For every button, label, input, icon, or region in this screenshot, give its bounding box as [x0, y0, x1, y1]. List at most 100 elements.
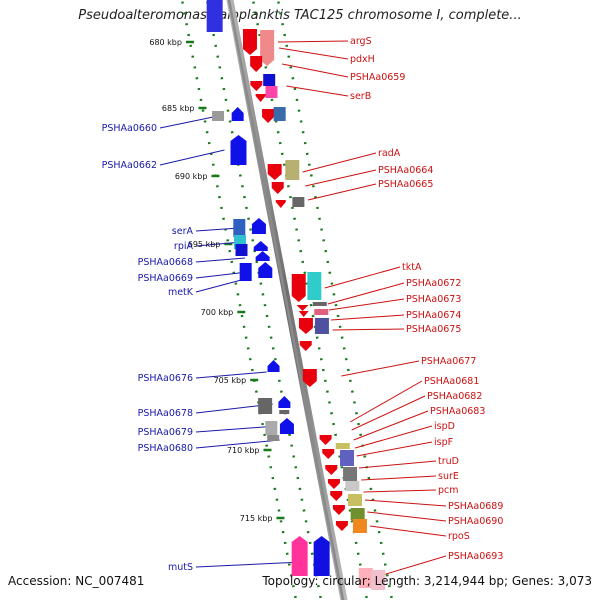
gene-feature [343, 467, 358, 481]
gene-label-metk: metK [168, 287, 194, 298]
gene-feature [250, 56, 263, 72]
label-leader-line [305, 169, 377, 187]
gene-feature [298, 311, 309, 317]
gene-label-pshaa0676: PSHAa0676 [138, 373, 193, 384]
label-leader-line [195, 561, 303, 568]
gene-feature [292, 197, 305, 207]
label-leader-line [379, 555, 447, 577]
gene-label-pshaa0677: PSHAa0677 [421, 356, 476, 367]
gene-feature [335, 521, 348, 531]
gene-feature [212, 111, 225, 121]
label-leader-line [195, 439, 280, 449]
gene-label-pshaa0660: PSHAa0660 [102, 123, 157, 134]
gene-feature [255, 94, 266, 102]
label-leader-line [195, 227, 240, 232]
gene-feature [340, 450, 355, 466]
gene-feature [231, 107, 244, 121]
gene-feature [332, 505, 345, 515]
gene-label-pshaa0673: PSHAa0673 [406, 294, 461, 305]
gene-feature [285, 160, 300, 180]
gene-label-pshaa0680: PSHAa0680 [138, 443, 193, 454]
label-leader-line [353, 410, 429, 441]
kbp-label: 705 kbp [214, 376, 247, 385]
gene-feature [251, 218, 266, 234]
gene-feature [313, 536, 330, 576]
label-leader-line [328, 298, 405, 311]
kbp-label: 715 kbp [240, 514, 273, 523]
label-leader-line [330, 314, 405, 321]
gene-feature [206, 0, 223, 32]
label-leader-line [195, 425, 277, 433]
accession-text: Accession: NC_007481 [8, 574, 145, 588]
gene-feature [262, 109, 275, 123]
gene-feature [230, 135, 247, 165]
gene-feature [350, 508, 365, 520]
kbp-label: 700 kbp [201, 308, 234, 317]
gene-feature [335, 443, 350, 449]
gene-label-pshaa0659: PSHAa0659 [350, 72, 405, 83]
kbp-label: 710 kbp [227, 446, 260, 455]
gene-feature [325, 465, 338, 475]
label-leader-line [159, 115, 219, 129]
label-leader-line [351, 395, 426, 431]
gene-feature [330, 491, 343, 501]
gene-label-ispd: ispD [434, 421, 455, 432]
label-leader-line [364, 499, 447, 507]
gene-label-serb: serB [350, 91, 371, 102]
label-leader-line [159, 149, 225, 166]
label-leader-line [349, 380, 423, 423]
gene-label-pshaa0662: PSHAa0662 [102, 160, 157, 171]
gene-feature [314, 318, 329, 334]
gene-feature [314, 309, 329, 315]
gene-feature [263, 74, 276, 86]
gene-feature [307, 272, 322, 300]
gene-label-pdxh: pdxH [350, 54, 375, 65]
gene-feature [299, 341, 312, 351]
gene-feature [273, 107, 286, 121]
gene-label-pshaa0682: PSHAa0682 [427, 391, 482, 402]
gene-feature [233, 219, 246, 237]
gene-label-muts: mutS [168, 562, 193, 573]
label-leader-line [282, 63, 349, 78]
gene-label-pshaa0681: PSHAa0681 [424, 376, 479, 387]
gene-label-pshaa0689: PSHAa0689 [448, 501, 503, 512]
gene-label-pcm: pcm [438, 485, 459, 496]
label-leader-line [361, 475, 437, 481]
gene-label-trud: truD [438, 456, 459, 467]
label-leader-line [341, 360, 420, 377]
gene-label-pshaa0683: PSHAa0683 [430, 406, 485, 417]
kbp-label: 685 kbp [162, 104, 195, 113]
label-leader-line [195, 371, 267, 379]
gene-feature [253, 241, 268, 251]
gene-feature [319, 435, 332, 445]
gene-label-pshaa0675: PSHAa0675 [406, 324, 461, 335]
label-leader-line [356, 441, 433, 457]
gene-feature [235, 244, 248, 256]
gene-feature [279, 410, 290, 414]
gene-feature [291, 536, 308, 576]
gene-feature [327, 479, 340, 489]
gene-feature [250, 81, 263, 91]
gene-feature [296, 305, 309, 311]
gene-label-pshaa0664: PSHAa0664 [378, 165, 433, 176]
label-leader-line [332, 328, 405, 331]
gene-feature [242, 29, 257, 55]
gene-feature [265, 86, 278, 98]
gene-label-ispf: ispF [434, 437, 453, 448]
gene-label-pshaa0690: PSHAa0690 [448, 516, 503, 527]
label-leader-line [286, 85, 349, 97]
gene-label-pshaa0674: PSHAa0674 [406, 310, 461, 321]
label-leader-line [302, 152, 377, 173]
gene-feature [275, 200, 286, 208]
track-inner-left [205, 0, 323, 600]
kbp-label: 695 kbp [188, 240, 221, 249]
gene-label-args: argS [350, 36, 372, 47]
label-leader-line [367, 511, 447, 522]
gene-label-rpos: rpoS [448, 531, 470, 542]
label-leader-line [307, 183, 377, 201]
gene-label-tkta: tktA [402, 262, 422, 273]
gene-label-pshaa0665: PSHAa0665 [378, 179, 433, 190]
gene-label-sure: surE [438, 471, 459, 482]
label-leader-line [369, 525, 447, 537]
kbp-label: 690 kbp [175, 172, 208, 181]
